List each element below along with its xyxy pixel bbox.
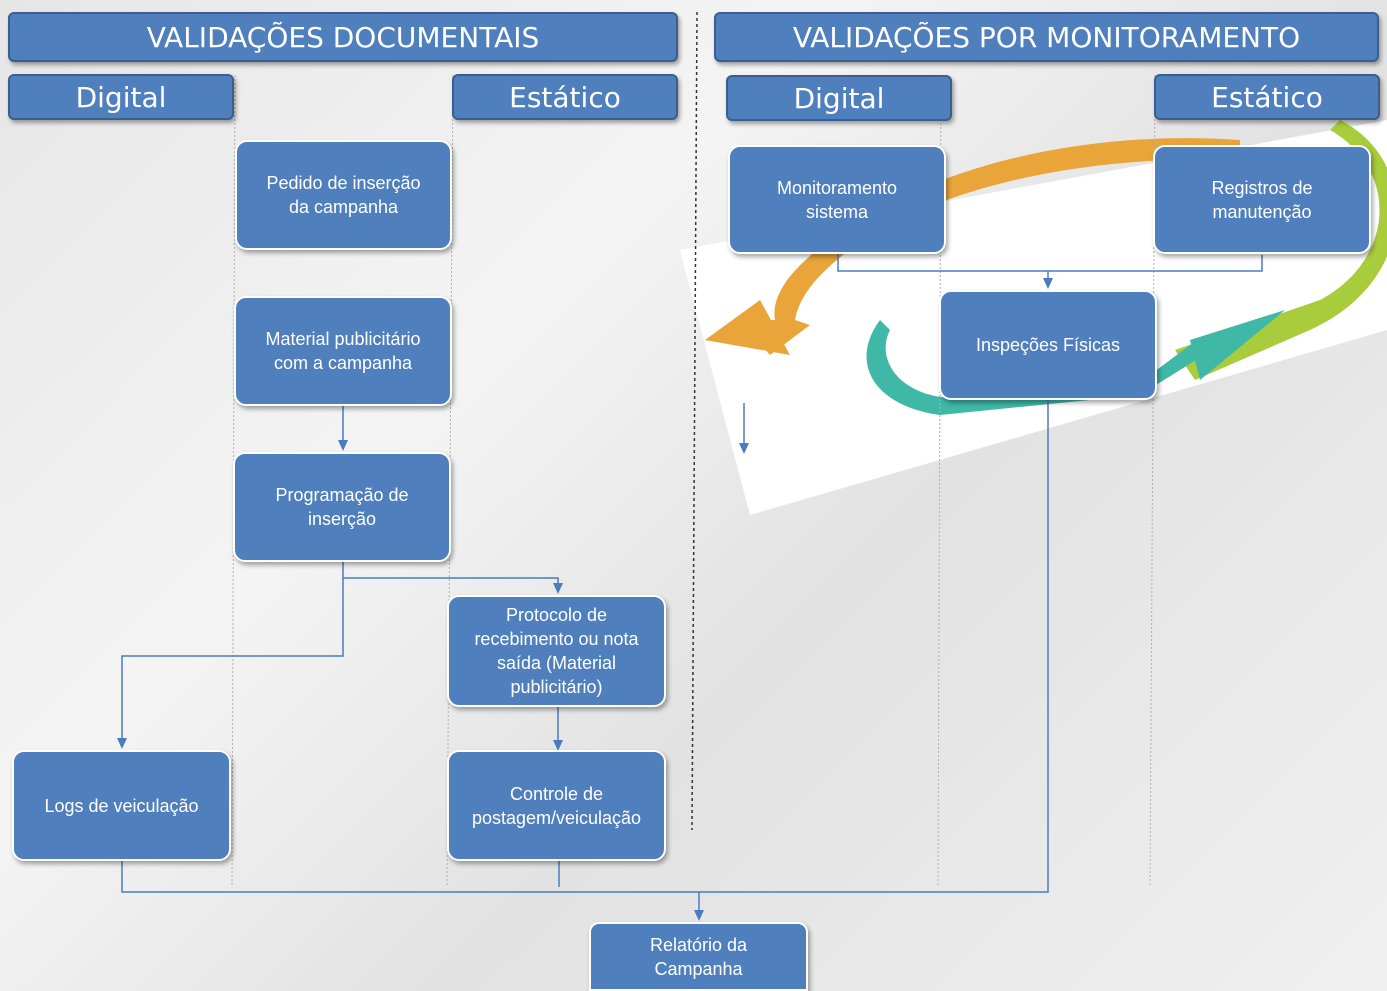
arrowhead [1043,278,1053,289]
box-relatorio-campanha: Relatório da Campanha [589,922,808,991]
connector-monitor-registros [837,253,1263,272]
box-inspecoes-fisicas: Inspeções Físicas [939,290,1157,400]
box-label: Protocolo de [505,605,608,625]
box-programacao-insercao: Programação de inserção [233,452,451,562]
orange-arrow-head [705,300,790,355]
subheader-label: Estático [1211,80,1323,114]
box-label: manutenção [1212,201,1312,222]
header-validacoes-documentais: VALIDAÇÕES DOCUMENTAIS [8,12,678,62]
arrowhead [739,443,749,454]
box-logs-veiculacao: Logs de veiculação [12,750,231,861]
box-label: da campanha [288,197,399,217]
box-label: Pedido de inserção [266,173,421,193]
box-label: Relatório da [649,934,748,955]
box-pedido-insercao: Pedido de inserção da campanha [235,140,452,250]
connector-programacao-logs [121,578,344,742]
arrowhead [694,910,704,921]
teal-arrow-head [1190,310,1285,380]
box-label: publicitário) [510,677,603,697]
arrowhead [553,583,563,594]
subheader-mon-digital: Digital [726,75,952,121]
box-registros-manutencao: Registros de manutenção [1153,145,1371,254]
box-label: recebimento ou nota [474,629,639,649]
arrowhead [117,738,127,749]
box-label: Material publicitário [265,329,421,349]
box-label: Controle de [509,783,604,804]
box-label: Logs de veiculação [44,795,199,816]
subheader-mon-estatico: Estático [1154,74,1380,120]
box-controle-postagem: Controle de postagem/veiculação [447,750,666,861]
lane-divider [937,74,942,886]
box-label: Registros de [1211,177,1313,198]
box-material-publicitario: Material publicitário com a campanha [234,296,452,406]
subheader-label: Estático [509,80,621,114]
connector-programacao-protocolo [342,562,559,590]
arrowhead [338,440,348,451]
subheader-doc-estatico: Estático [452,74,678,120]
box-label: Programação de [275,485,409,505]
box-protocolo-recebimento: Protocolo de recebimento ou nota saída (Ma… [447,595,666,707]
header-title: VALIDAÇÕES DOCUMENTAIS [146,20,540,54]
lane-divider [1149,74,1156,886]
arrowhead [553,740,563,751]
box-label: Campanha [654,958,743,979]
green-arrow-arc [1175,120,1387,380]
header-title: VALIDAÇÕES POR MONITORAMENTO [792,20,1301,54]
box-monitoramento-sistema: Monitoramento sistema [728,145,946,254]
section-divider [691,11,698,831]
box-label: inserção [307,509,377,529]
box-label: Inspeções Físicas [975,335,1121,355]
box-label: postagem/veiculação [471,807,642,828]
box-label: saída (Material [496,653,617,673]
subheader-label: Digital [75,80,167,114]
subheader-label: Digital [793,81,885,115]
box-label: sistema [805,201,868,222]
connector-bottom-bus [121,400,1049,893]
box-label: Monitoramento [776,177,898,198]
subheader-doc-digital: Digital [8,74,234,120]
header-validacoes-monitoramento: VALIDAÇÕES POR MONITORAMENTO [714,12,1379,62]
box-label: com a campanha [273,353,413,373]
